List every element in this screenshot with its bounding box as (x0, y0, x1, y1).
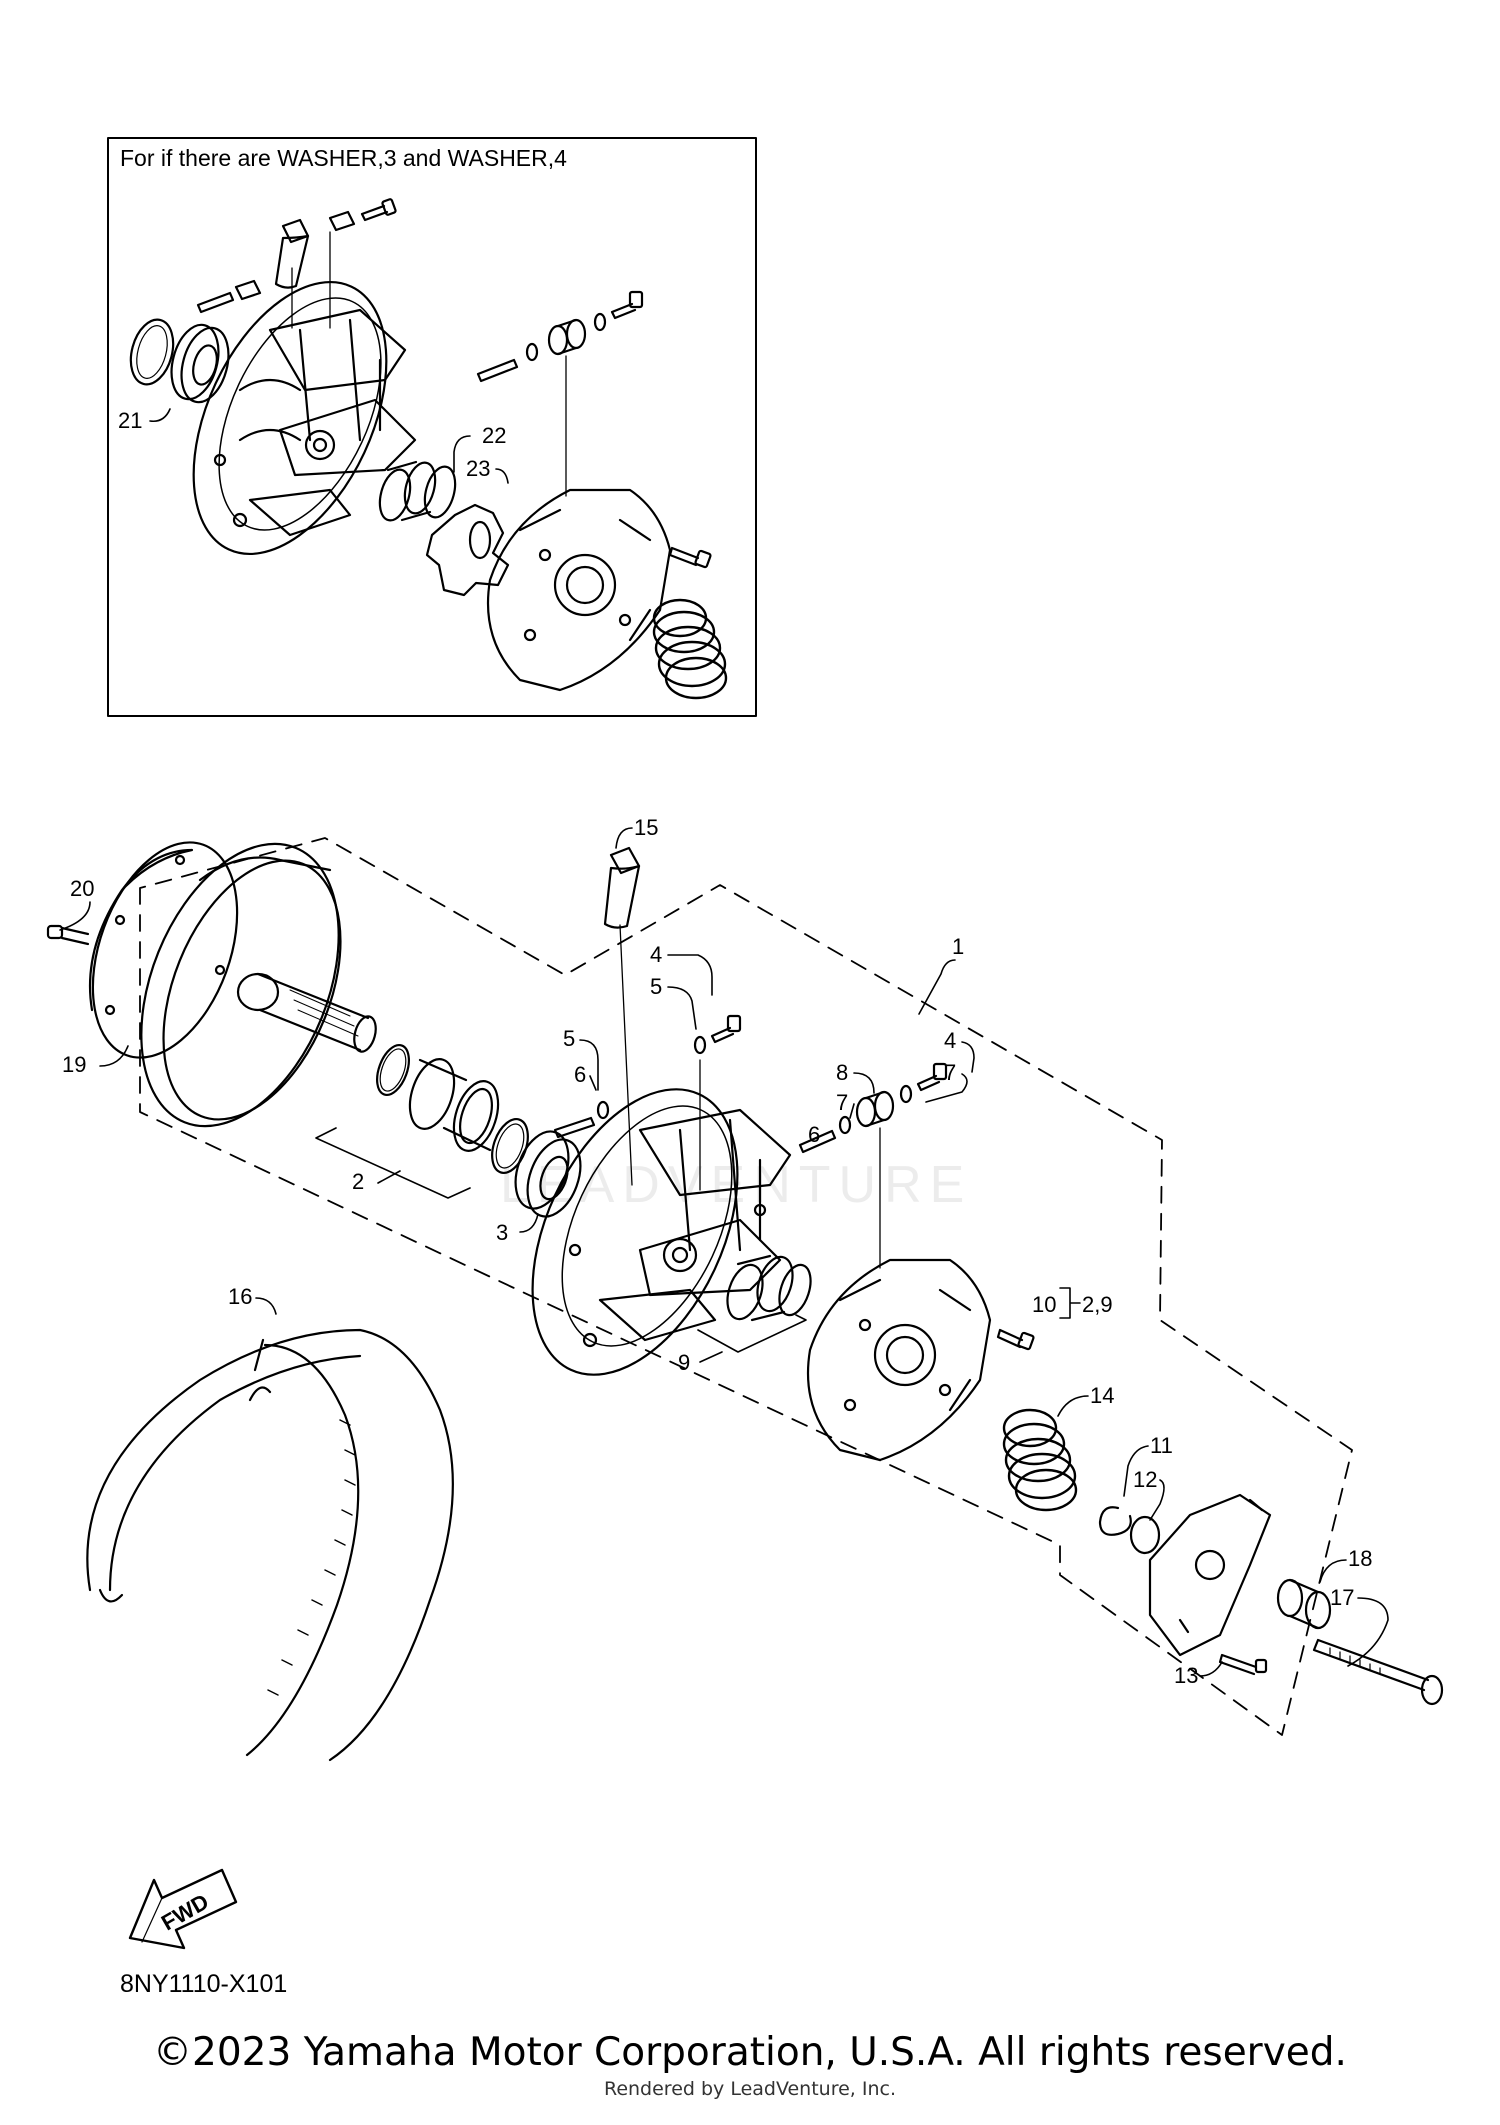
part-6-pin-right (798, 1129, 837, 1154)
callout-2: 2 (352, 1169, 364, 1194)
inset-box: For if there are WASHER,3 and WASHER,4 (107, 137, 757, 717)
diagram-code: 8NY1110-X101 (120, 1970, 287, 1998)
part-12-ring (1129, 1515, 1161, 1555)
callout-7a: 7 (944, 1060, 956, 1085)
callout-3: 3 (496, 1220, 508, 1245)
inset-oil-seal (170, 323, 230, 404)
part-9-bushing (726, 1254, 794, 1322)
part-4-bolt-right (916, 1062, 948, 1092)
inset-clip (234, 279, 262, 301)
callout-21: 21 (118, 408, 142, 433)
inset-title: For if there are WASHER,3 and WASHER,4 (120, 145, 567, 171)
part-9-ring (778, 1263, 812, 1317)
part-15-slider (603, 846, 641, 929)
part-8-collar (855, 1090, 895, 1128)
callout-18: 18 (1348, 1546, 1372, 1571)
part-6-pin-left (553, 1116, 596, 1139)
inset-bushing (378, 460, 437, 522)
callout-12: 12 (1133, 1467, 1157, 1492)
part-11-circlip (1098, 1506, 1132, 1536)
part-5-washer-top (693, 1035, 707, 1055)
part-10-bolt (996, 1328, 1035, 1351)
part-20-bolt (46, 924, 90, 946)
callout-6a: 6 (574, 1062, 586, 1087)
callout-11: 11 (1150, 1433, 1173, 1458)
callout-6b: 6 (808, 1122, 820, 1147)
spider-plate (1148, 1493, 1272, 1657)
inset-slider (274, 218, 310, 289)
part-5-washer-left (596, 1100, 610, 1120)
callout-14: 14 (1090, 1383, 1114, 1408)
inset-spring (652, 598, 728, 700)
callout-19: 19 (62, 1052, 86, 1077)
callout-20: 20 (70, 876, 94, 901)
callout-5a: 5 (650, 974, 662, 999)
inset-sheave (192, 280, 417, 556)
inset-pin (196, 291, 235, 314)
fwd-arrow-icon: FWD (128, 1868, 238, 1950)
inset-bolt (360, 198, 397, 222)
copyright-notice: ©2023 Yamaha Motor Corporation, U.S.A. A… (153, 2030, 1347, 2075)
callout-7b: 7 (836, 1090, 848, 1115)
part-17-bolt (1312, 1638, 1444, 1706)
callout-23: 23 (466, 456, 490, 481)
part-2-ring-1 (376, 1044, 410, 1096)
callout-10: 10 (1032, 1292, 1056, 1317)
callout-4b: 4 (944, 1028, 956, 1053)
inset-bolt-3 (668, 546, 712, 569)
part-16-belt (86, 1328, 454, 1762)
inset-collar (547, 318, 587, 356)
fixed-sheave (140, 842, 377, 1128)
part-2-bushing (408, 1058, 500, 1152)
moving-sheave (531, 1088, 792, 1376)
part-4-bolt-top (710, 1014, 742, 1044)
callout-5b: 5 (563, 1026, 575, 1051)
inset-o-ring (129, 318, 175, 386)
callout-13: 13 (1174, 1663, 1198, 1688)
callout-9: 9 (678, 1350, 690, 1375)
callout-4a: 4 (650, 942, 662, 967)
inset-cam (486, 488, 672, 692)
inset-pin-2 (476, 358, 519, 383)
assembly-outline (139, 837, 1353, 1736)
callout-17: 17 (1330, 1585, 1354, 1610)
inset-clip-2 (328, 210, 356, 232)
part-7-washer-right-1 (838, 1115, 852, 1135)
callout-10-ref: 2,9 (1082, 1292, 1113, 1317)
callout-1: 1 (952, 934, 964, 959)
part-14-spring (1002, 1408, 1078, 1512)
callout-15: 15 (634, 815, 658, 840)
part-19-plate (88, 841, 239, 1059)
inset-washer (425, 503, 510, 597)
part-7-washer-right-2 (899, 1084, 913, 1104)
callout-16: 16 (228, 1284, 252, 1309)
part-13-bolt (1218, 1653, 1268, 1676)
callout-8: 8 (836, 1060, 848, 1085)
callout-22: 22 (482, 423, 506, 448)
part-18-collar (1276, 1578, 1332, 1630)
cam-assembly (806, 1258, 992, 1462)
rendered-by-notice: Rendered by LeadVenture, Inc. (603, 2078, 897, 2100)
inset-bolt-2 (610, 290, 644, 320)
